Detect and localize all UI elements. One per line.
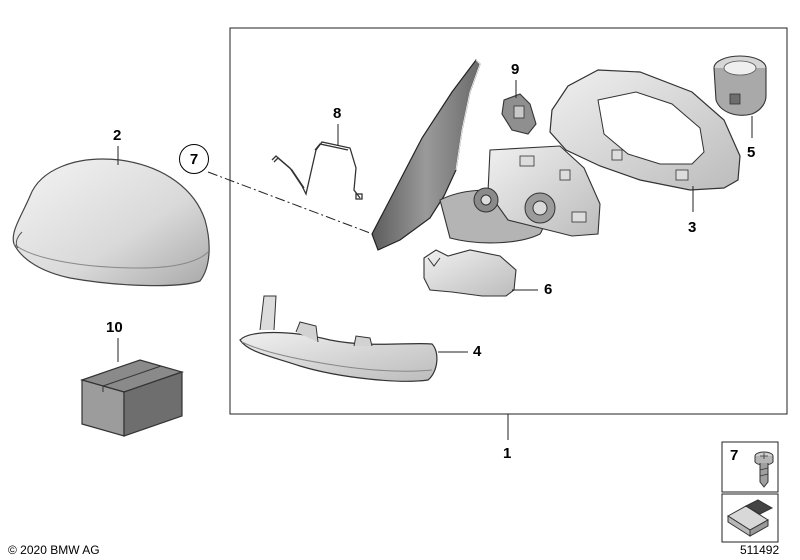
screw-legend-box [721, 441, 779, 493]
callout-6[interactable]: 6 [544, 281, 553, 298]
callout-9[interactable]: 9 [511, 61, 520, 78]
mirror-cap-part[interactable] [12, 158, 210, 287]
diagram-number: 511492 [740, 543, 780, 557]
clip-part[interactable] [501, 93, 537, 135]
callout-4[interactable]: 4 [473, 343, 482, 360]
callout-5[interactable]: 5 [747, 144, 756, 161]
leader-7 [207, 171, 379, 237]
turn-indicator-part[interactable] [239, 295, 438, 382]
callout-3[interactable]: 3 [688, 219, 697, 236]
callout-7[interactable]: 7 [179, 144, 209, 174]
callout-1[interactable]: 1 [503, 445, 512, 462]
mirror-motor-part[interactable] [713, 55, 767, 116]
wiring-harness-part[interactable] [271, 141, 363, 200]
callout-8[interactable]: 8 [333, 105, 342, 122]
direction-arrow-icon [727, 499, 774, 537]
cover-trim-part[interactable] [423, 249, 517, 297]
copyright-text: © 2020 BMW AG [8, 543, 100, 557]
screw-legend-number: 7 [730, 447, 739, 464]
mirror-frame-part[interactable] [549, 69, 741, 191]
callout-2[interactable]: 2 [113, 127, 122, 144]
mirror-actuator-part[interactable] [473, 145, 601, 237]
screw-part[interactable] [754, 451, 774, 488]
callout-10[interactable]: 10 [106, 319, 123, 336]
kit-box-part[interactable] [80, 359, 184, 437]
